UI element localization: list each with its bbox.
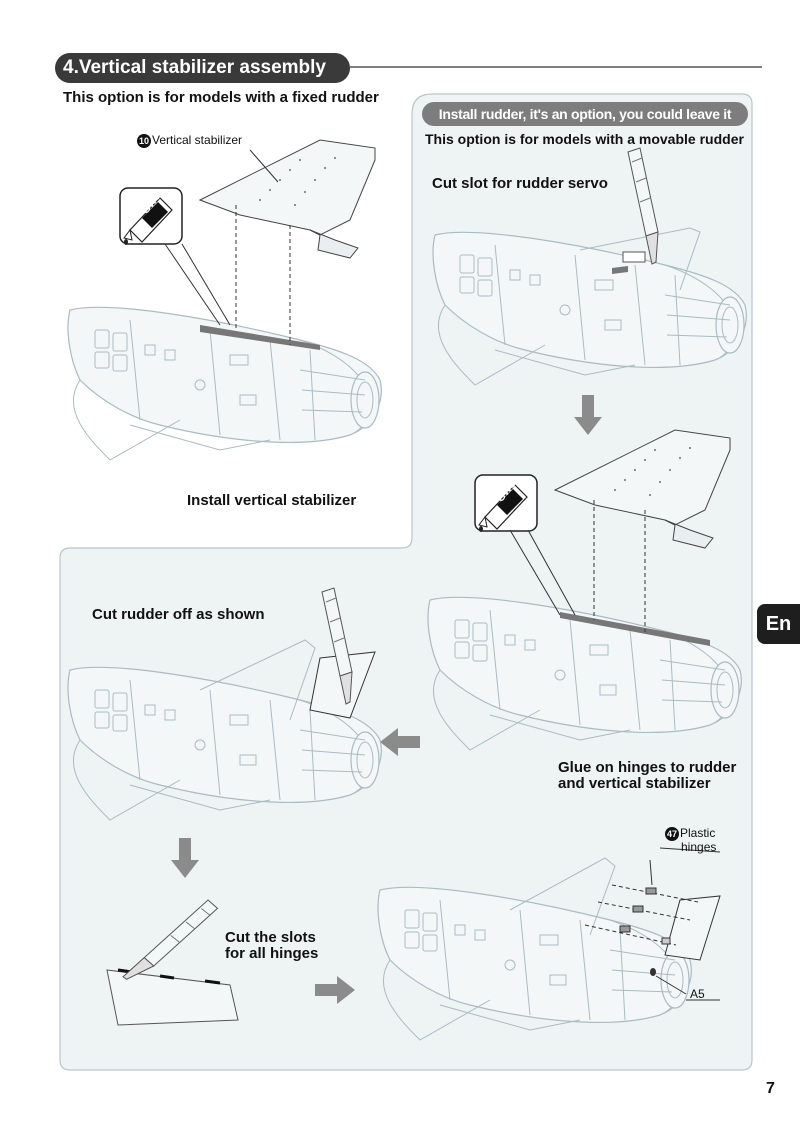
illustration-install-stabilizer — [67, 139, 382, 461]
step-install-stabilizer: Install vertical stabilizer — [187, 492, 357, 509]
illustration-cut-hinge-slots — [106, 897, 239, 1026]
option-pill: Install rudder, it's an option, you coul… — [422, 102, 748, 146]
step-glue-hinges: Glue on hinges to rudder and vertical st… — [558, 760, 736, 792]
illustration-assemble-hinges — [377, 847, 721, 1041]
step-glue-hinges-line1: Glue on hinges to rudder — [558, 759, 737, 776]
vertical-stabilizer-label: Vertical stabilizer — [152, 133, 243, 148]
hinge-label-line1: Plastic — [680, 826, 716, 841]
illustration-glue-stabilizer — [427, 429, 742, 751]
part-a5-label: A5 — [690, 987, 705, 1001]
step-cut-hinge-slots-line2: for all hinges — [225, 945, 319, 962]
illustration-cut-rudder — [67, 587, 382, 821]
language-tab: En — [757, 604, 800, 644]
movable-rudder-heading: This option is for models with a movable… — [425, 131, 744, 147]
hinge-label-line2: hinges — [681, 840, 717, 854]
page-number: 7 — [766, 1080, 775, 1097]
step-cut-servo-slot: Cut slot for rudder servo — [432, 175, 608, 192]
step-cut-rudder: Cut rudder off as shown — [92, 606, 265, 623]
step-cut-hinge-slots: Cut the slots for all hinges — [225, 930, 318, 962]
fixed-rudder-heading: This option is for models with a fixed r… — [63, 89, 379, 106]
step-glue-hinges-line2: and vertical stabilizer — [558, 775, 711, 792]
section-title: 4.Vertical stabilizer assembly — [55, 53, 350, 83]
step-cut-hinge-slots-line1: Cut the slots — [225, 929, 316, 946]
part-number-badge: 10 — [137, 134, 151, 148]
illustration-cut-servo-slot — [432, 147, 747, 386]
hinge-number-badge: 47 — [665, 827, 679, 841]
